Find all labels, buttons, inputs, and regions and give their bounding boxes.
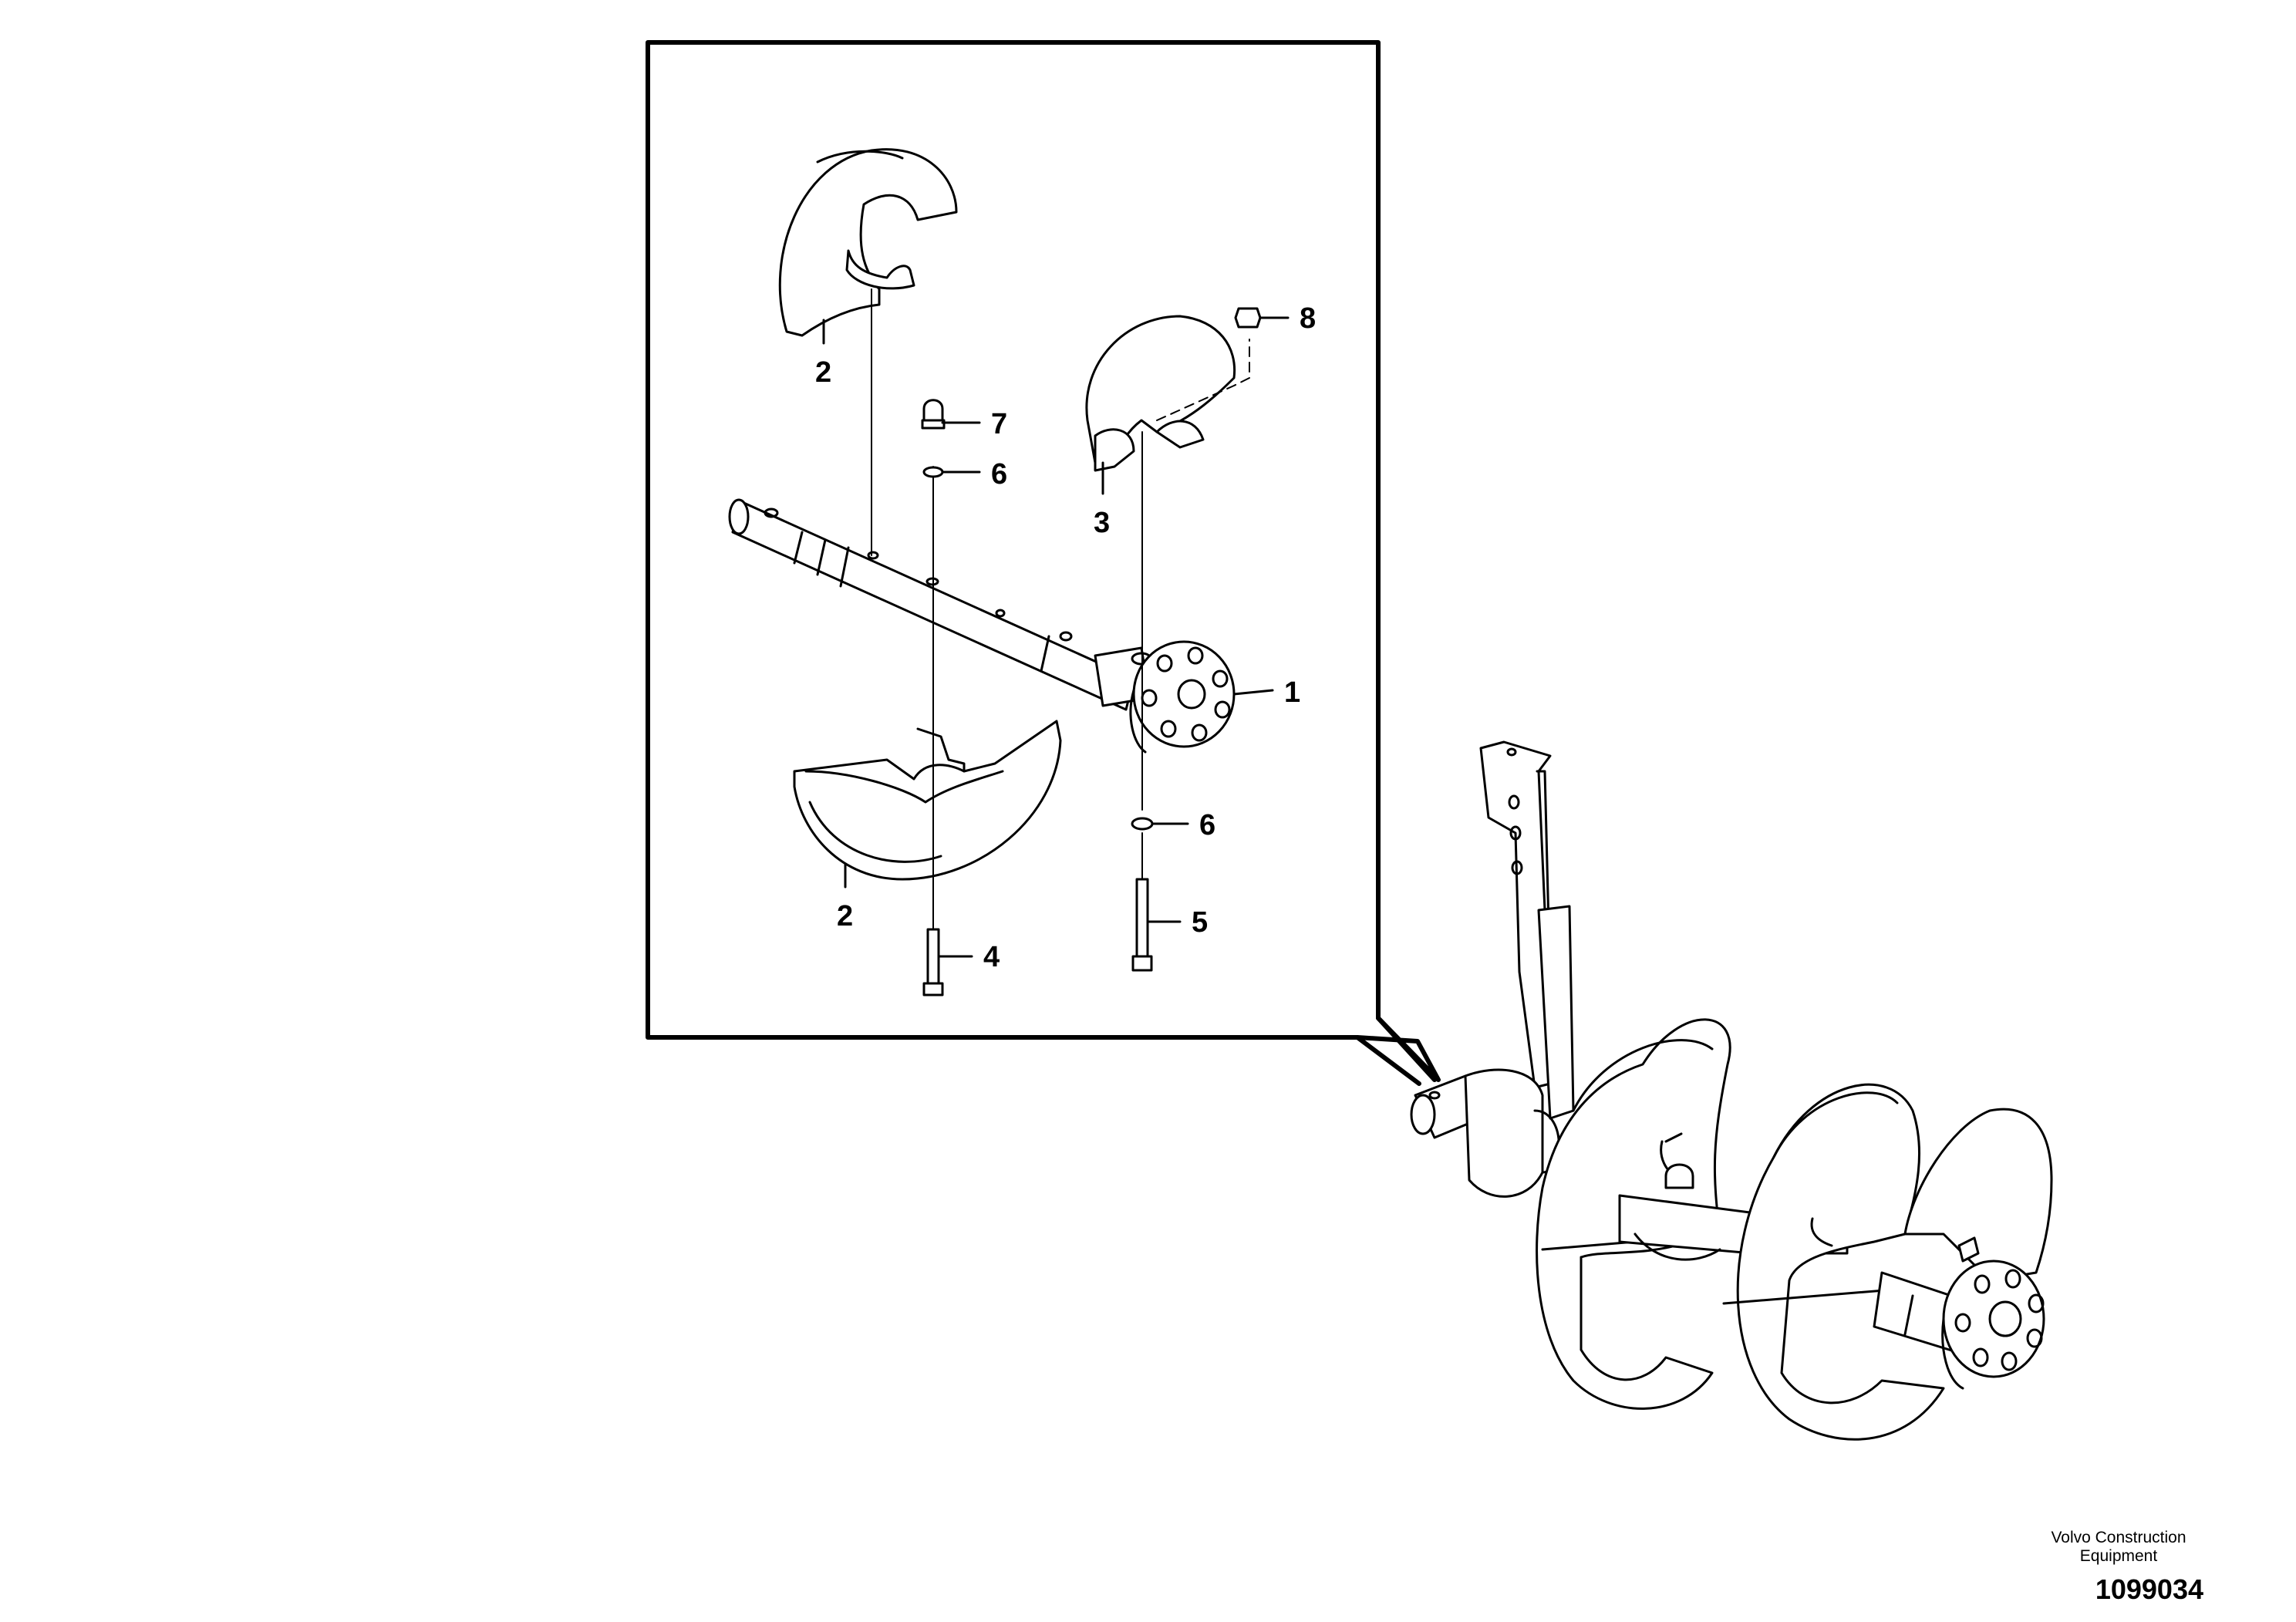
brand-line-1: Volvo Construction — [2051, 1529, 2186, 1546]
bolt-4 — [922, 928, 944, 996]
detail-frame — [646, 40, 1441, 1082]
brand-line-2: Equipment — [2079, 1547, 2158, 1565]
callout-5: 5 — [1192, 906, 1208, 939]
callout-4: 4 — [983, 941, 1000, 973]
half-flight-upper — [778, 148, 958, 337]
callout-2-lower: 2 — [837, 900, 853, 932]
auger-shaft — [728, 498, 1152, 711]
document-number: 1099034 — [2095, 1573, 2203, 1605]
bolt-5 — [1131, 878, 1153, 972]
half-flight-part-3 — [1085, 315, 1236, 472]
callout-1: 1 — [1284, 676, 1300, 709]
washer-6-lower — [1131, 817, 1154, 831]
callout-7: 7 — [991, 408, 1007, 440]
cap-nut-7 — [921, 399, 946, 430]
callout-8: 8 — [1300, 302, 1316, 335]
brand-caption: Volvo Construction Equipment — [2003, 1529, 2234, 1566]
nut-8 — [1234, 307, 1262, 329]
detail-frame-pointer — [1355, 1016, 1437, 1086]
callout-6-lower: 6 — [1199, 809, 1215, 841]
callout-6-upper: 6 — [991, 458, 1007, 491]
assembled-auger — [1410, 740, 2053, 1441]
callout-2-upper: 2 — [815, 356, 831, 389]
shaft-flange — [1129, 640, 1236, 754]
washer-6-upper — [922, 466, 944, 478]
callout-leaders — [822, 316, 1290, 958]
callout-3: 3 — [1094, 507, 1110, 539]
half-flight-lower — [793, 720, 1062, 881]
